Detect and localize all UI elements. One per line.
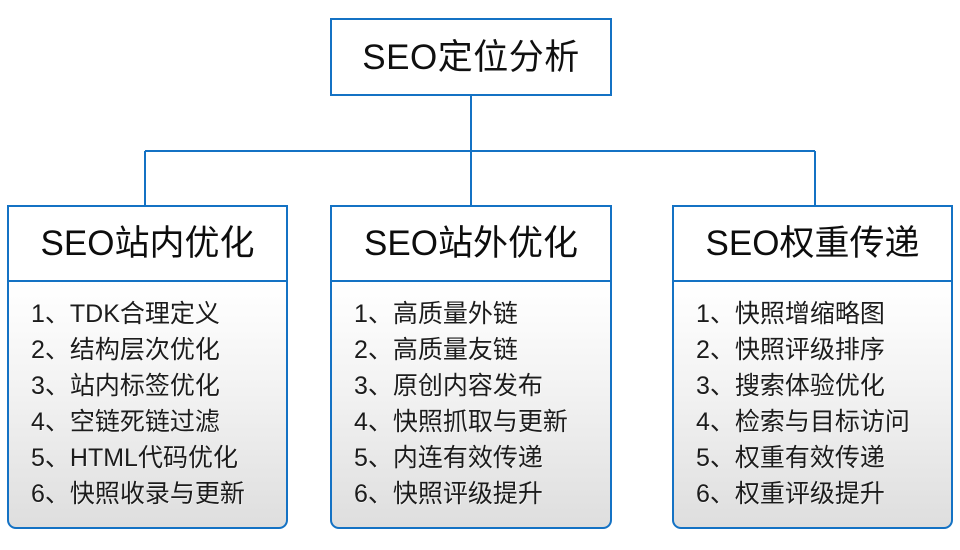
branch-header-3[interactable]: SEO权重传递	[672, 205, 953, 282]
list-item: 6、权重评级提升	[696, 480, 885, 508]
branch-list-2: 1、高质量外链 2、高质量友链 3、原创内容发布 4、快照抓取与更新 5、内连有…	[332, 296, 610, 512]
branch-list-3: 1、快照增缩略图 2、快照评级排序 3、搜索体验优化 4、检索与目标访问 5、权…	[674, 296, 951, 512]
branch-list-1: 1、TDK合理定义 2、结构层次优化 3、站内标签优化 4、空链死链过滤 5、H…	[9, 296, 286, 512]
branch-header-title-1: SEO站内优化	[40, 224, 255, 263]
list-item: 2、高质量友链	[354, 336, 518, 364]
list-item: 4、检索与目标访问	[696, 408, 910, 436]
list-item: 4、快照抓取与更新	[354, 408, 568, 436]
root-node-title: SEO定位分析	[362, 37, 580, 77]
list-item: 5、内连有效传递	[354, 444, 543, 472]
list-item: 5、权重有效传递	[696, 444, 885, 472]
list-item: 3、搜索体验优化	[696, 372, 885, 400]
list-item: 3、原创内容发布	[354, 372, 543, 400]
branch-column-3[interactable]: SEO权重传递 1、快照增缩略图 2、快照评级排序 3、搜索体验优化 4、检索与…	[672, 205, 953, 529]
list-item: 4、空链死链过滤	[31, 408, 220, 436]
branch-header-1[interactable]: SEO站内优化	[7, 205, 288, 282]
branch-header-title-2: SEO站外优化	[364, 224, 578, 263]
list-item: 1、快照增缩略图	[696, 300, 885, 328]
branch-body-3: 1、快照增缩略图 2、快照评级排序 3、搜索体验优化 4、检索与目标访问 5、权…	[672, 282, 953, 529]
branch-body-2: 1、高质量外链 2、高质量友链 3、原创内容发布 4、快照抓取与更新 5、内连有…	[330, 282, 612, 529]
branch-column-1[interactable]: SEO站内优化 1、TDK合理定义 2、结构层次优化 3、站内标签优化 4、空链…	[7, 205, 288, 529]
list-item: 2、快照评级排序	[696, 336, 885, 364]
list-item: 1、高质量外链	[354, 300, 518, 328]
list-item: 3、站内标签优化	[31, 372, 220, 400]
list-item: 5、HTML代码优化	[31, 444, 238, 472]
branch-column-2[interactable]: SEO站外优化 1、高质量外链 2、高质量友链 3、原创内容发布 4、快照抓取与…	[330, 205, 612, 529]
list-item: 6、快照评级提升	[354, 480, 543, 508]
list-item: 6、快照收录与更新	[31, 480, 245, 508]
branch-header-2[interactable]: SEO站外优化	[330, 205, 612, 282]
branch-body-1: 1、TDK合理定义 2、结构层次优化 3、站内标签优化 4、空链死链过滤 5、H…	[7, 282, 288, 529]
branch-header-title-3: SEO权重传递	[705, 224, 920, 263]
list-item: 1、TDK合理定义	[31, 300, 220, 328]
list-item: 2、结构层次优化	[31, 336, 220, 364]
root-node[interactable]: SEO定位分析	[330, 18, 612, 96]
